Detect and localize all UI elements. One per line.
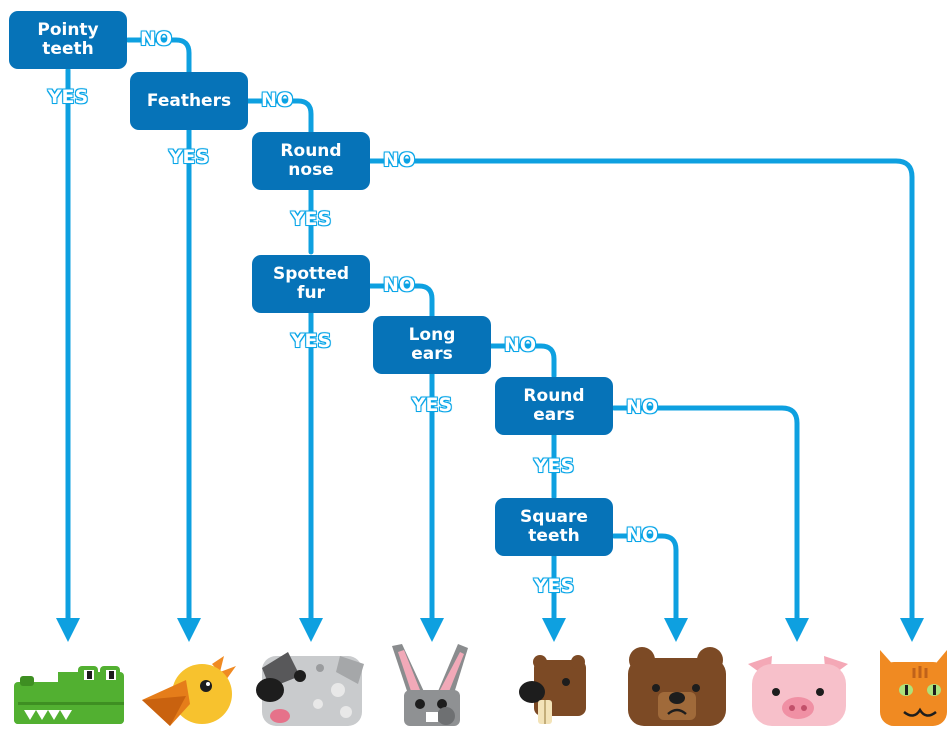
question-feathers: Feathers	[130, 72, 248, 130]
arrowhead-8	[900, 618, 924, 642]
arrowhead-6	[664, 618, 688, 642]
yes-label: YES	[290, 207, 332, 230]
no-line-round-nose	[367, 158, 915, 623]
arrowhead-4	[420, 618, 444, 642]
no-line-round-ears	[611, 405, 800, 623]
question-round-nose: Round nose	[252, 132, 370, 190]
yes-label: YES	[533, 454, 575, 477]
rabbit-icon	[392, 644, 468, 726]
no-label: NO	[382, 273, 416, 296]
no-label: NO	[260, 88, 294, 111]
no-line-long-ears	[488, 343, 557, 379]
no-label: NO	[139, 27, 173, 50]
yes-label: YES	[411, 393, 453, 416]
pig-icon	[748, 656, 848, 726]
arrowhead-1	[56, 618, 80, 642]
yes-label: YES	[47, 85, 89, 108]
no-label: NO	[625, 523, 659, 546]
yes-label: YES	[290, 329, 332, 352]
no-label: NO	[625, 395, 659, 418]
no-line-pointy-teeth	[125, 37, 192, 75]
arrowhead-2	[177, 618, 201, 642]
no-label: NO	[382, 148, 416, 171]
cat-icon	[880, 650, 947, 726]
bird-icon	[142, 656, 236, 726]
dog-icon	[256, 652, 364, 726]
arrowhead-3	[299, 618, 323, 642]
question-long-ears: Long ears	[373, 316, 491, 374]
arrowhead-7	[785, 618, 809, 642]
question-pointy-teeth: Pointy teeth	[9, 11, 127, 69]
no-line-feathers	[245, 98, 314, 135]
no-line-square-teeth	[611, 533, 679, 623]
yes-label: YES	[168, 145, 210, 168]
no-label: NO	[503, 333, 537, 356]
bear-icon	[628, 647, 726, 726]
question-square-teeth: Square teeth	[495, 498, 613, 556]
arrowhead-5	[542, 618, 566, 642]
no-line-spotted-fur	[367, 283, 435, 319]
yes-label: YES	[533, 574, 575, 597]
question-round-ears: Round ears	[495, 377, 613, 435]
beaver-icon	[519, 655, 586, 724]
question-spotted-fur: Spotted fur	[252, 255, 370, 313]
crocodile-icon	[14, 666, 124, 724]
